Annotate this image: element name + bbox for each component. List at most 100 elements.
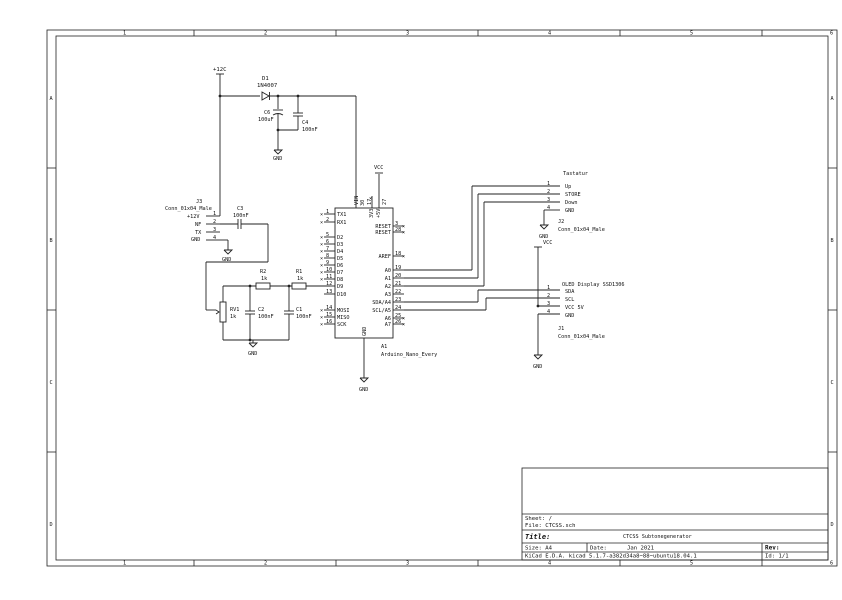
no-connect-mark: × [320,322,323,328]
a1-pin-name: A3 [385,292,391,298]
no-connect-mark: × [320,235,323,241]
a1-top-pin-name: 3V3 [369,209,375,218]
j1-pin-num: 2 [547,293,550,299]
r2-ref: R2 [260,269,266,275]
row-label: D [50,522,53,528]
j3-pin-num: 1 [213,211,216,217]
title-label: Title: [525,533,550,541]
a1-pin-num: 20 [395,273,401,279]
a1-pin-name: RESET [375,224,391,230]
no-connect-mark: × [320,249,323,255]
vcc-label: VCC [374,165,383,171]
a1-ref: A1 [381,344,387,350]
vcc-label: VCC [543,240,552,246]
no-connect-mark: × [320,242,323,248]
row-label: D [831,522,834,528]
filter-network: RV1 1k R2 1k R1 1k C2 100nF C1 100nF [215,269,330,357]
rev-label: Rev: [765,545,779,552]
tool-text: KiCad E.D.A. kicad 5.1.7-a382d34a8~88~ub… [525,554,697,560]
c6-ref: C6 [264,110,270,116]
no-connect-mark: × [320,315,323,321]
j1-pin-num: 3 [547,301,550,307]
a1-pin-num: 19 [395,265,401,271]
j3-pin-num: 3 [213,227,216,233]
a1-pin-name: MISO [337,315,350,321]
gnd-label: GND [222,257,231,263]
rv1-value: 1k [230,314,237,320]
a1-pin-name: A6 [385,316,391,322]
column-label: 3 [406,31,409,37]
j2-pin-name: GND [565,208,574,214]
a1-top-pins: VIN 3V3 +5V 30 17 27 × [354,174,388,218]
a1-pin-name: D4 [337,249,343,255]
a1-pin-name: MOSI [337,308,350,314]
a1-top-pin-num: 30 [360,200,366,206]
a1-pin-num: 21 [395,281,401,287]
column-label: 2 [264,31,267,37]
j2-pin-num: 2 [547,189,550,195]
a1-pin-num: 11 [326,274,332,280]
size-text: Size: A4 [525,546,553,552]
no-connect-mark: × [320,220,323,226]
connector-j3: J3 Conn_01x04_Male +12V NF TX GND 1 2 3 … [165,96,269,311]
c1-value: 100nF [296,314,312,320]
j1-pin-name: SCL [565,297,574,303]
a1-pin-num: 14 [326,305,332,311]
j2-pin-name: STORE [565,192,581,198]
r1-value: 1k [297,276,304,282]
j2-ref: J2 [558,219,564,225]
a1-top-pin-num: 17 [367,199,373,205]
a1-pin-name: A1 [385,276,391,282]
a1-pin-name: D10 [337,292,346,298]
row-label: A [50,96,54,102]
no-connect-mark: × [402,230,405,236]
no-connect-mark: × [402,316,405,322]
column-label: 5 [690,561,693,567]
j1-pin-num: 4 [547,309,550,315]
j2-pin-num: 4 [547,205,550,211]
gnd-label: GND [359,387,368,393]
a1-pin-num: 13 [326,289,332,295]
a1-value: Arduino_Nano_Every [381,352,437,358]
date-label: Date: [590,546,607,552]
j1-pin-name: GND [565,313,574,319]
a1-top-pin-name: +5V [376,209,382,218]
a1-pin-name: D3 [337,242,343,248]
no-connect-mark: × [320,212,323,218]
j2-pin-num: 1 [547,181,550,187]
diode-symbol [261,91,270,101]
file-text: File: CTCSS.sch [525,523,576,529]
column-label: 5 [690,31,693,37]
row-label: C [50,380,53,386]
a1-pin-num: 2 [326,217,329,223]
a1-pin-num: 16 [326,319,332,325]
a1-pin-num: 5 [326,232,329,238]
no-connect-mark: × [320,256,323,262]
a1-pin-name: AREF [379,254,392,260]
gnd-label: GND [539,234,548,240]
a1-pin-name: RESET [375,230,391,236]
connector-j1: VCC OLED Display SSD1306 1 2 3 4 SDA SCL… [404,240,624,370]
d1-ref: D1 [262,76,269,82]
c2-ref: C2 [258,307,264,313]
a1-pin-name: D9 [337,284,343,290]
no-connect-mark: × [402,322,405,328]
j3-pin-num: 2 [213,219,216,225]
no-connect-mark: × [320,263,323,269]
j1-ref: J1 [558,326,564,332]
j3-pin-name: TX [195,230,202,236]
j2-pin-name: Down [565,200,578,206]
no-connect-mark: × [402,254,405,260]
a1-pin-num: 3 [395,221,398,227]
j1-pin-name: VCC 5V [565,305,584,311]
a1-pin-name: D6 [337,263,343,269]
j2-title: Tastatur [563,171,588,177]
date-text: Jan 2021 [627,546,654,552]
column-label: 2 [264,561,267,567]
j1-pin-name: SDA [565,289,575,295]
column-label: 3 [406,561,409,567]
c3-value: 100nF [233,213,249,219]
a1-pin-name: SCK [337,322,347,328]
